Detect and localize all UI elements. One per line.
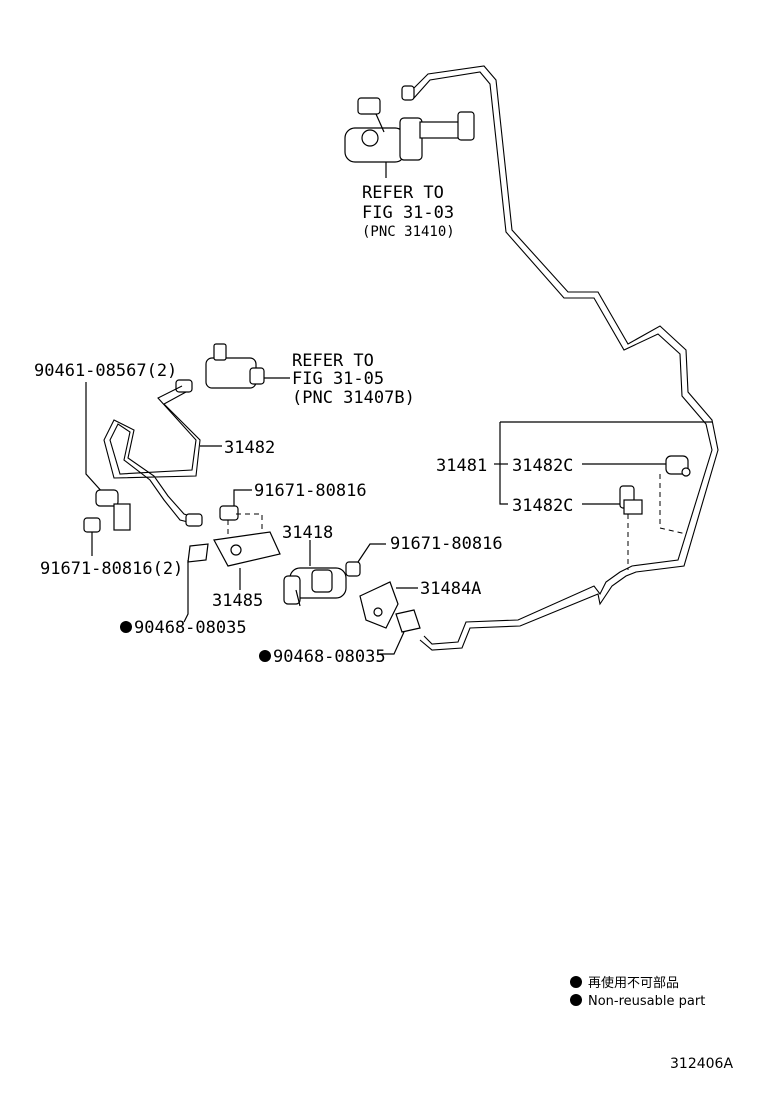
bolt-91671-top bbox=[219, 489, 252, 521]
label-31484a: 31484A bbox=[420, 579, 481, 599]
label-31481: 31481 bbox=[436, 456, 487, 476]
figure-code: 312406A bbox=[670, 1056, 733, 1072]
legend-bullet-1 bbox=[570, 976, 582, 988]
label-91671-80816-right: 91671-80816 bbox=[390, 534, 503, 554]
label-90468-08035-left: 90468-08035 bbox=[134, 618, 247, 638]
refer-master-line3: (PNC 31410) bbox=[362, 224, 455, 240]
refer-valve-line1: REFER TO bbox=[292, 351, 374, 371]
label-91671-80816-top: 91671-80816 bbox=[254, 481, 367, 501]
bolt-91671-left bbox=[83, 517, 101, 556]
label-31485: 31485 bbox=[212, 591, 263, 611]
clip-31482c-top bbox=[665, 455, 691, 477]
label-31418: 31418 bbox=[282, 523, 333, 543]
hose-end-fitting bbox=[185, 513, 203, 527]
clip-90468-bottom bbox=[380, 609, 421, 655]
hose-31482 bbox=[103, 385, 201, 525]
label-90468-08035-bottom: 90468-08035 bbox=[273, 647, 386, 667]
nonreusable-mark-left bbox=[120, 621, 132, 633]
nonreusable-mark-bottom bbox=[259, 650, 271, 662]
clutch-pipe-long bbox=[409, 65, 719, 651]
bracket-31485 bbox=[187, 531, 281, 567]
bolt-91671-right bbox=[345, 543, 386, 577]
label-91671-80816-2: 91671-80816(2) bbox=[40, 559, 183, 579]
label-31482: 31482 bbox=[224, 438, 275, 458]
clip-31482c-bottom bbox=[619, 485, 643, 515]
refer-valve-line2: FIG 31-05 bbox=[292, 369, 384, 389]
hose-clip-left bbox=[95, 489, 131, 531]
legend-english: Non-reusable part bbox=[588, 994, 705, 1009]
refer-master-line2: FIG 31-03 bbox=[362, 203, 454, 223]
clutch-master-cylinder bbox=[344, 85, 475, 163]
refer-master-line1: REFER TO bbox=[362, 183, 444, 203]
valve-assembly bbox=[175, 343, 265, 393]
label-90461-08567: 90461-08567(2) bbox=[34, 361, 177, 381]
legend-bullet-2 bbox=[570, 994, 582, 1006]
release-cylinder-31418 bbox=[283, 567, 347, 607]
legend-japanese: 再使用不可部品 bbox=[588, 975, 679, 991]
label-31482c-bottom: 31482C bbox=[512, 496, 573, 516]
label-31482c-top: 31482C bbox=[512, 456, 573, 476]
bracket-31484a bbox=[359, 581, 399, 629]
refer-valve-line3: (PNC 31407B) bbox=[292, 388, 415, 408]
